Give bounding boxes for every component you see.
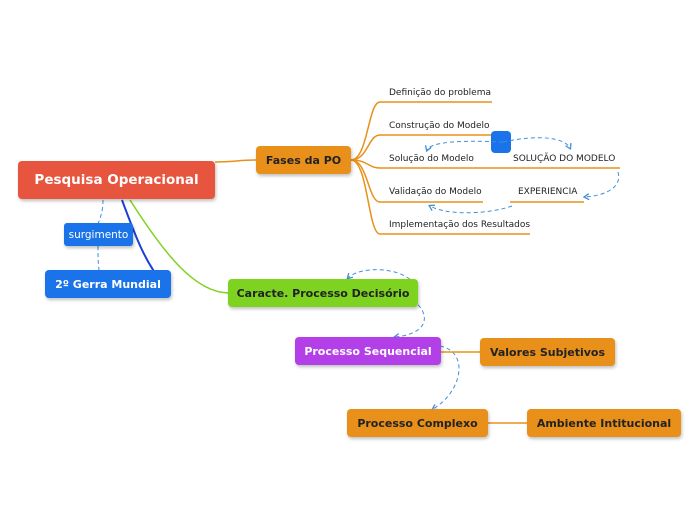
environment-label: Ambiente Intitucional [536,416,672,430]
dashed-arrow-to-solution [502,137,572,151]
sequential-label: Processo Sequencial [304,344,432,358]
connector-root-phases [214,159,257,163]
relation-line-lower [97,245,100,271]
connector-phase-1 [350,101,492,161]
experience-label[interactable]: EXPERIENCIA [518,187,578,197]
subjective-node[interactable]: Valores Subjetivos [480,338,615,366]
environment-node[interactable]: Ambiente Intitucional [527,409,681,437]
decision-node[interactable]: Caracte. Processo Decisório [228,279,418,307]
phase-item-definition[interactable]: Definição do problema [389,88,492,98]
phase-item-construction[interactable]: Construção do Modelo [389,121,490,131]
subjective-label: Valores Subjetivos [489,345,606,359]
phases-node[interactable]: Fases da PO [256,146,351,174]
dashed-arrow-solution-to-experience [582,171,620,201]
dashed-arrow-decision-loop [346,269,416,285]
relation-line [97,199,104,225]
phase-item-solution[interactable]: Solução do Modelo [389,154,474,164]
connector-phase-2 [350,134,492,161]
dashed-arrow-decision-to-sequential [392,299,425,341]
sequential-node[interactable]: Processo Sequencial [295,337,441,365]
origin-label: 2º Gerra Mundial [55,277,161,291]
relation-text: surgimento [68,228,129,241]
dashed-arrow-experience-to-validation [428,204,513,214]
complex-node[interactable]: Processo Complexo [347,409,488,437]
relation-label[interactable]: surgimento [64,223,133,246]
solution-model-label[interactable]: SOLUÇÃO DO MODELO [513,154,616,164]
phases-label: Fases da PO [265,153,342,167]
origin-node[interactable]: 2º Gerra Mundial [45,270,171,298]
phase-item-implementation[interactable]: Implementação dos Resultados [389,220,531,230]
root-node[interactable]: Pesquisa Operacional [18,161,215,199]
connector-phase-3 [350,159,505,169]
dashed-arrow-sequential-to-complex [431,345,460,411]
connector-phase-4 [350,159,483,203]
connector-phase-5 [350,159,530,235]
phase-item-validation[interactable]: Validação do Modelo [389,187,482,197]
root-label: Pesquisa Operacional [34,172,199,188]
connector-root-decision [129,199,229,294]
complex-label: Processo Complexo [357,416,478,430]
decision-label: Caracte. Processo Decisório [236,286,410,300]
